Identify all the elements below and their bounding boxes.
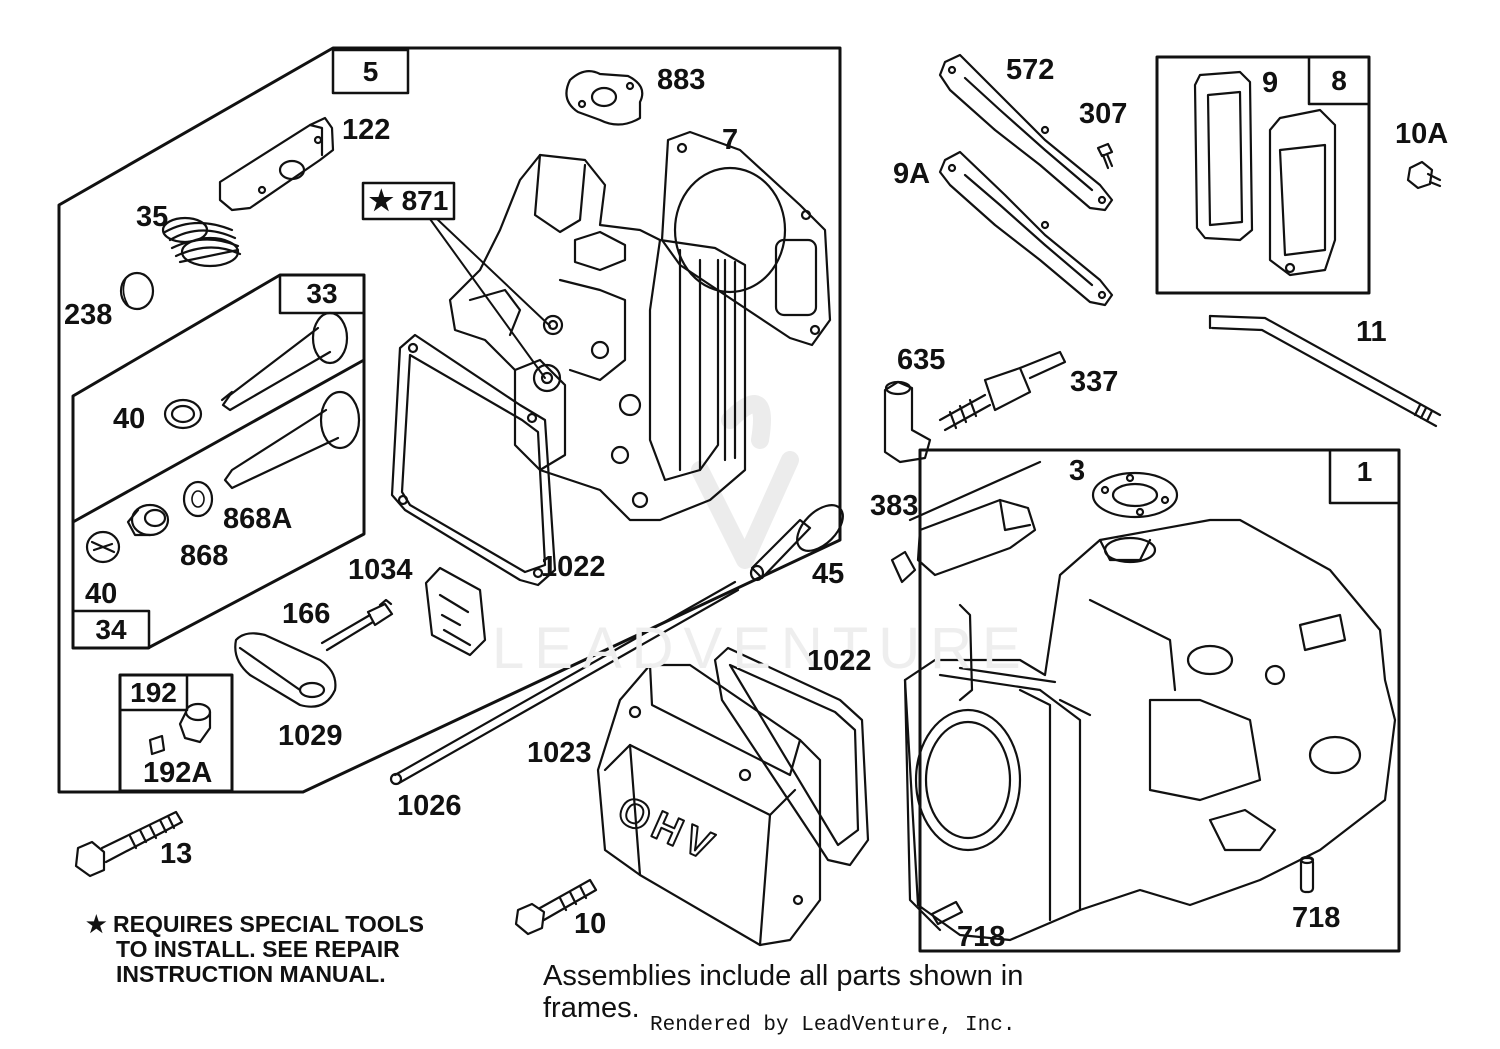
part-label-40-lower: 40 <box>85 578 118 610</box>
valve-spring-35 <box>161 216 242 268</box>
rocker-stud-166 <box>320 598 394 652</box>
gasket-572 <box>938 53 1114 212</box>
washer-868A <box>182 480 214 518</box>
part-label-1023: 1023 <box>527 737 592 769</box>
part-label-13: 13 <box>160 838 193 870</box>
screw-307 <box>1096 142 1114 170</box>
dowel-pin-718-left <box>930 900 964 926</box>
oil-seal-3 <box>1091 471 1179 519</box>
frame-label-34: 34 <box>95 614 127 645</box>
part-label-35: 35 <box>136 201 169 233</box>
part-label-1022-upper: 1022 <box>541 551 606 583</box>
push-rod-1026 <box>393 580 740 785</box>
dowel-pin-718-right <box>1299 855 1315 894</box>
frame-label-33: 33 <box>306 278 338 309</box>
frame-label-8: 8 <box>1331 65 1347 96</box>
part-label-883: 883 <box>657 64 706 96</box>
part-label-45: 45 <box>812 558 845 590</box>
block-assembly-frame <box>918 448 1401 953</box>
part-label-238: 238 <box>64 299 113 331</box>
svg-text:OHV: OHV <box>611 788 725 871</box>
dipstick-tube-45 <box>749 504 844 582</box>
frame-label-5: 5 <box>362 56 379 87</box>
part-label-192A: 192A <box>143 757 213 789</box>
part-label-9: 9 <box>1262 67 1279 99</box>
part-label-1022-lower: 1022 <box>807 645 872 677</box>
valve-cover-8 <box>1268 108 1337 277</box>
frame-label-192: 192 <box>130 677 177 708</box>
bolt-10 <box>514 878 598 936</box>
guide-plate-1034 <box>424 566 487 657</box>
bolt-10A <box>1406 160 1442 190</box>
cylinder-head-assembly-frame <box>57 46 842 794</box>
part-label-10: 10 <box>574 908 607 940</box>
part-label-635: 635 <box>897 344 946 376</box>
part-label-9A: 9A <box>893 158 931 190</box>
engine-block <box>903 518 1397 942</box>
part-label-3: 3 <box>1069 455 1086 487</box>
render-credit: Rendered by LeadVenture, Inc. <box>650 1014 1016 1037</box>
fitting-frame <box>118 673 234 793</box>
rocker-cover-gasket-1022-upper <box>390 333 557 587</box>
special-tool-label-871: ★ 871 <box>368 185 449 216</box>
spark-plug-cap-635 <box>883 380 932 464</box>
part-label-11: 11 <box>1356 316 1387 348</box>
gasket-kit-frame <box>1155 55 1371 295</box>
part-label-337: 337 <box>1070 366 1119 398</box>
special-tools-note: ★ REQUIRES SPECIAL TOOLS TO INSTALL. SEE… <box>86 912 424 987</box>
footer-line-2: frames. <box>543 992 640 1024</box>
solenoid-383 <box>890 460 1042 584</box>
part-label-1034: 1034 <box>348 554 413 586</box>
assemblies-note: Assemblies include all parts shown in fr… <box>543 960 1023 1024</box>
gasket-9 <box>1193 70 1254 242</box>
cylinder-head-casting <box>448 153 747 522</box>
valve-frame <box>71 273 366 650</box>
special-tool-tag <box>361 181 456 221</box>
ohv-marking: OHV <box>610 787 726 872</box>
part-label-40-upper: 40 <box>113 403 146 435</box>
part-label-7: 7 <box>722 124 739 156</box>
part-label-718-left: 718 <box>957 921 1006 953</box>
part-label-383: 383 <box>870 490 919 522</box>
part-label-10A: 10A <box>1395 118 1449 150</box>
rocker-arm-1029 <box>234 632 337 708</box>
rocker-cover-1023 <box>596 663 822 947</box>
watermark-logo <box>691 395 799 569</box>
breather-tube-11 <box>1208 314 1442 428</box>
exhaust-valve <box>220 311 349 412</box>
note-line-1: ★ REQUIRES SPECIAL TOOLS <box>86 911 424 937</box>
head-gasket-7 <box>660 130 832 347</box>
intake-valve <box>223 390 361 490</box>
gasket-9A <box>938 150 1114 307</box>
part-label-307: 307 <box>1079 98 1128 130</box>
plug-238 <box>119 271 155 311</box>
note-line-3: INSTRUCTION MANUAL. <box>116 961 386 987</box>
breather-fitting-192A <box>148 702 212 756</box>
part-label-1029: 1029 <box>278 720 343 752</box>
part-label-1026: 1026 <box>397 790 462 822</box>
note-line-2: TO INSTALL. SEE REPAIR <box>116 936 400 962</box>
footer-line-1: Assemblies include all parts shown in <box>543 960 1024 992</box>
part-label-122: 122 <box>342 114 391 146</box>
leader-lines <box>429 218 551 379</box>
valve-keeper-40 <box>163 398 203 430</box>
part-label-868A: 868A <box>223 503 293 535</box>
bolt-13 <box>74 810 184 878</box>
part-label-166: 166 <box>282 598 331 630</box>
part-label-718-right: 718 <box>1292 902 1341 934</box>
spacer-plate-122 <box>218 116 335 212</box>
part-label-868: 868 <box>180 540 229 572</box>
frame-label-1: 1 <box>1356 456 1373 487</box>
watermark: LEADVENTURE <box>492 616 1031 681</box>
intake-gasket-883 <box>565 69 644 126</box>
part-label-572: 572 <box>1006 54 1055 86</box>
valve-keeper-40-lower <box>85 530 121 564</box>
valve-seal-868 <box>126 503 170 537</box>
spark-plug-337 <box>938 350 1067 432</box>
